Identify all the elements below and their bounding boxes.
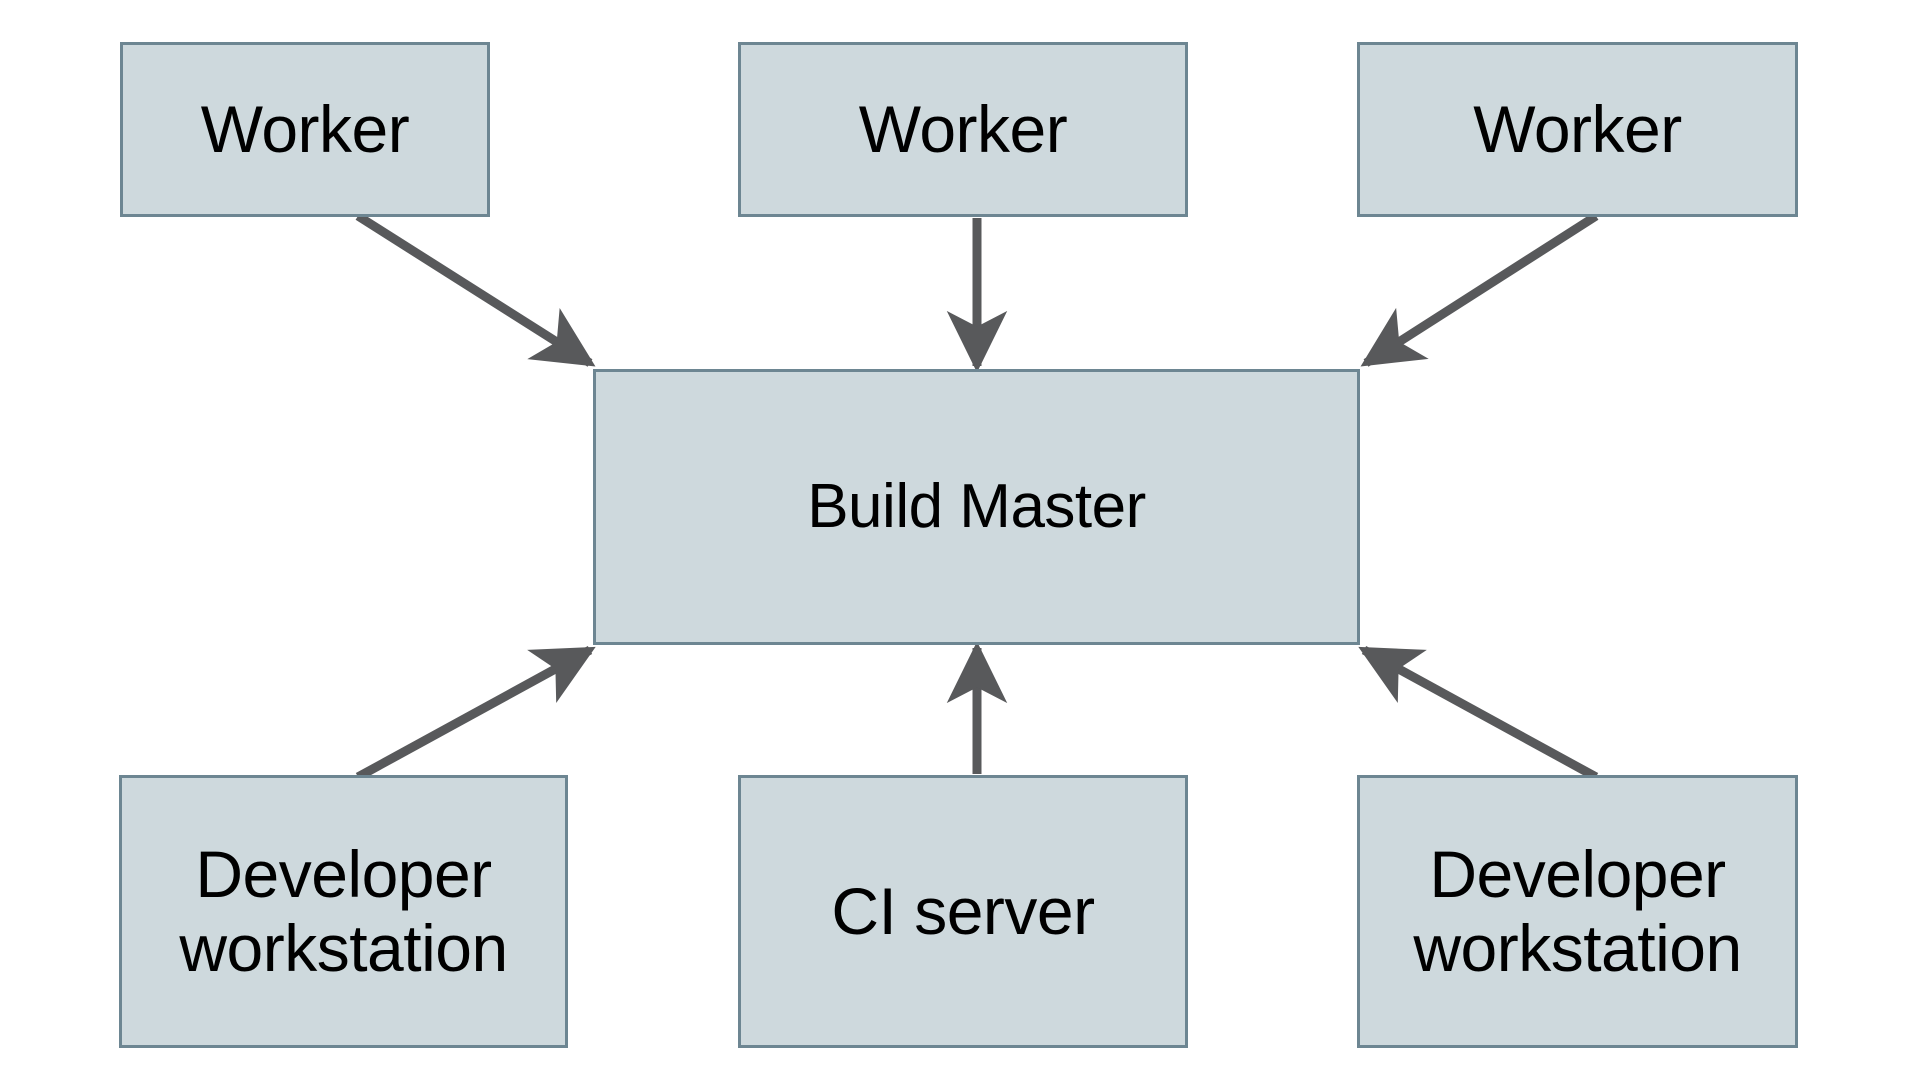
- node-worker-right-label: Worker: [1473, 91, 1682, 166]
- node-developer-workstation-right[interactable]: Developer workstation: [1357, 775, 1798, 1048]
- node-worker-left[interactable]: Worker: [120, 42, 490, 217]
- node-worker-left-label: Worker: [200, 91, 410, 166]
- node-worker-center-label: Worker: [858, 91, 1068, 166]
- edge-worker-left-to-build-master: [355, 212, 596, 367]
- node-worker-center[interactable]: Worker: [738, 42, 1188, 217]
- node-ci-server[interactable]: CI server: [738, 775, 1188, 1048]
- node-developer-workstation-left[interactable]: Developer workstation: [119, 775, 568, 1048]
- node-worker-right[interactable]: Worker: [1357, 42, 1798, 217]
- node-build-master-label: Build Master: [807, 472, 1146, 542]
- edge-dev-left-to-build-master: [355, 646, 596, 781]
- node-ci-server-label: CI server: [831, 873, 1095, 948]
- edge-worker-right-to-build-master: [1360, 212, 1599, 367]
- node-developer-workstation-right-label: Developer workstation: [1413, 836, 1742, 985]
- node-build-master[interactable]: Build Master: [593, 369, 1360, 645]
- node-developer-workstation-left-label: Developer workstation: [179, 836, 508, 985]
- edge-dev-right-to-build-master: [1358, 646, 1599, 781]
